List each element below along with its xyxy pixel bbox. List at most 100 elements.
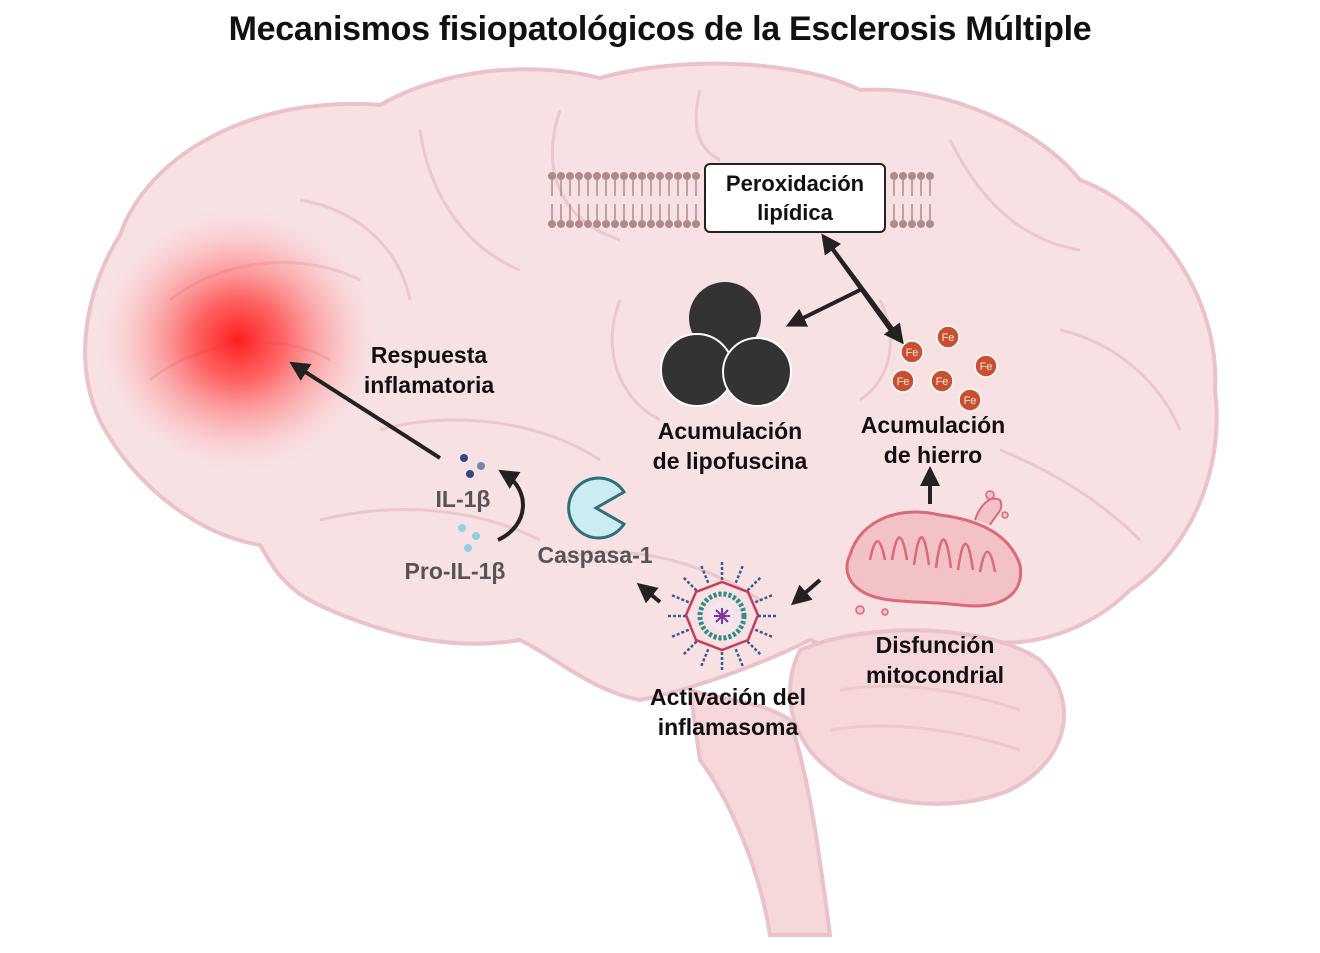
lipid-head [665,172,673,180]
lipid-head [557,220,565,228]
lipofuscin-granules [660,282,792,407]
pro-il1b-label: Pro-IL-1β [404,558,506,584]
lipid-head [629,172,637,180]
lipid-head [917,220,925,228]
inflammasome-spike [746,640,763,657]
lipid-head [629,220,637,228]
lipid-head [584,172,592,180]
inflammasome-spike [734,563,745,584]
lipid-head [926,172,934,180]
lipid-head [908,220,916,228]
arrow-mito-to-inflammasome [790,578,822,606]
iron-label: Acumulación de hierro [840,410,1026,470]
lipid-head [647,220,655,228]
lipid-head [899,220,907,228]
lipid-head [908,172,916,180]
lipid-head [593,220,601,228]
iron-symbol: Fe [897,376,910,388]
inflammasome-spike [734,648,745,669]
inflammasome-spike [669,628,690,639]
iron-particle [974,354,998,378]
arrow-peroxidation-to-iron [824,238,904,345]
inflammasome-label-line1: Activación del [650,684,806,710]
inflammasome-label: Activación del inflamasoma [628,682,828,742]
mitochondrial-label-line1: Disfunción [875,632,995,658]
iron-particle [891,369,915,393]
mitochondrial-label-line2: mitocondrial [865,662,1004,688]
lipid-head [683,220,691,228]
lipid-head [890,172,898,180]
il1b-conversion-arrow [497,469,525,542]
lipid-bilayer [548,172,934,228]
arrow-to-inflammation [289,361,442,460]
pro-il1b-particles [458,524,480,552]
iron-symbol: Fe [942,332,955,344]
inflammasome-spike [699,648,710,669]
lipofuscin-granule [722,337,792,407]
lipid-head [611,220,619,228]
inflammasome-spike [699,563,710,584]
lipid-head [890,220,898,228]
lipid-head [548,172,556,180]
brain-stem [687,687,833,937]
lipid-head [647,172,655,180]
inflammasome-spike [746,575,763,592]
inflammasome-spike [681,640,698,657]
lipid-head [926,220,934,228]
lipid-head [638,172,646,180]
lipofuscin-label-line2: de lipofuscina [652,448,808,474]
peroxidation-label-line1: Peroxidación [725,171,865,196]
iron-particle [930,369,954,393]
lipid-head [683,172,691,180]
inflammatory-response-label: Respuesta inflamatoria [344,340,514,400]
page-title: Mecanismos fisiopatológicos de la Escler… [228,10,1092,48]
iron-particle [900,340,924,364]
inflammation-hotspot [88,200,388,480]
inflammatory-response-line1: Respuesta [370,342,488,368]
iron-symbol: Fe [980,361,993,373]
lipid-head [638,220,646,228]
lipid-head [692,172,700,180]
lipid-head [557,172,565,180]
inflammasome-spike [669,593,690,604]
pathway-arrows [289,233,940,606]
lipid-head [656,220,664,228]
brain-cerebellum [788,628,1066,806]
lipid-head [620,220,628,228]
il1b-label: IL-1β [435,486,491,512]
peroxidation-box: Peroxidación lipídica [704,163,886,233]
il1b-particles [460,454,485,478]
inflammasome-spike [754,593,775,604]
lipid-head [665,220,673,228]
lipid-head [548,220,556,228]
lipid-head [602,220,610,228]
mitochondrial-label: Disfunción mitocondrial [840,630,1030,690]
lipid-head [656,172,664,180]
lipofuscin-label-line1: Acumulación [657,418,803,444]
mitochondrion-icon [845,490,1023,616]
inflammasome-icon [666,560,778,672]
inflammasome-label-line2: inflamasoma [657,714,799,740]
arrow-to-lipofuscin [785,288,861,327]
lipid-head [593,172,601,180]
iron-label-line1: Acumulación [860,412,1006,438]
iron-label-line2: de hierro [883,442,983,468]
lipid-head [917,172,925,180]
inflammatory-response-line2: inflamatoria [363,372,495,398]
lipid-head [575,172,583,180]
lipid-head [602,172,610,180]
iron-symbol: Fe [906,347,919,359]
lipid-head [692,220,700,228]
peroxidation-label-line2: lipídica [757,200,833,225]
iron-particle [936,325,960,349]
caspase-1-label: Caspasa-1 [537,542,653,568]
lipid-head [620,172,628,180]
inflammasome-spike [681,575,698,592]
lipid-head [899,172,907,180]
inflammasome-spike [754,628,775,639]
lipid-head [566,172,574,180]
lipid-head [566,220,574,228]
